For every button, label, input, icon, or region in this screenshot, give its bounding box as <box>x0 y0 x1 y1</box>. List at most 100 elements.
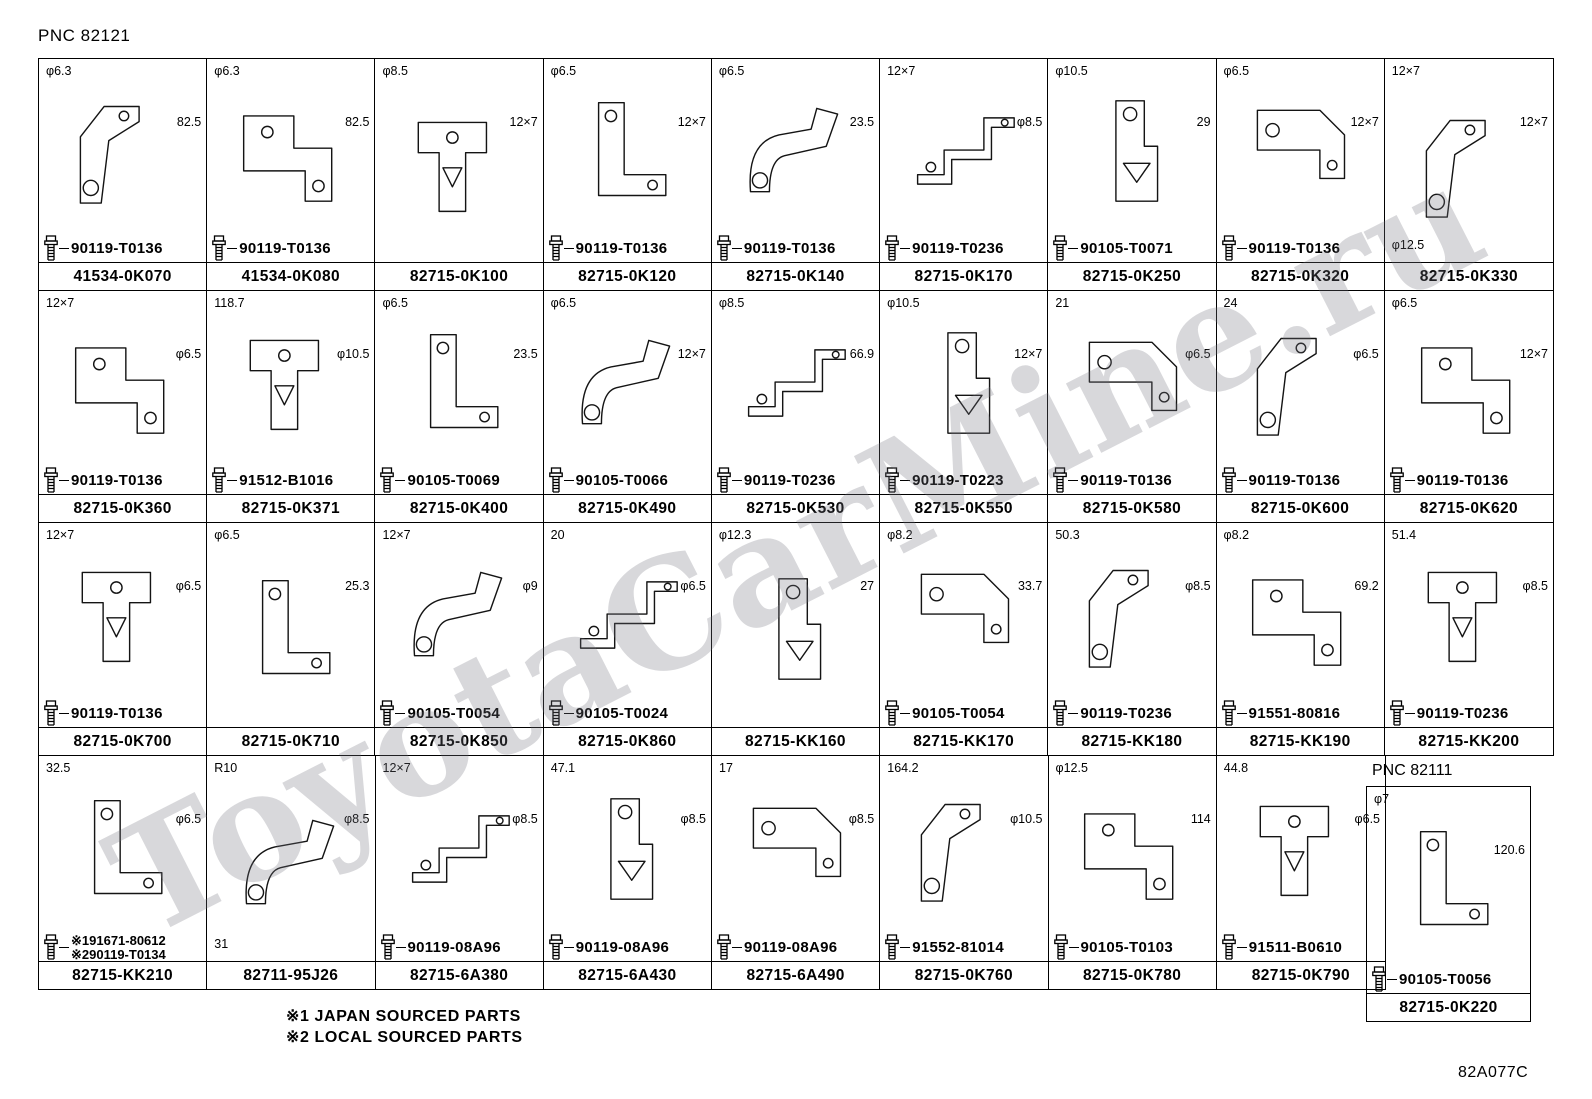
fastener-number: 90119-T0136 <box>1248 472 1341 489</box>
fastener-row: 90119-08A96 <box>544 934 711 961</box>
footnotes: ※1 JAPAN SOURCED PARTS ※2 LOCAL SOURCED … <box>286 1006 523 1048</box>
part-number-label: 82711-95J26 <box>207 961 375 989</box>
fastener-number: 90119-T0236 <box>912 240 1004 257</box>
leader-line <box>59 947 69 948</box>
leader-line <box>563 713 574 714</box>
bolt-icon <box>1053 467 1068 494</box>
dimension-annotation: φ6.5 <box>1353 347 1379 361</box>
dimension-annotation: 114 <box>1190 812 1211 826</box>
bolt-icon <box>885 467 899 494</box>
dimension-annotation: φ6.5 <box>550 64 577 78</box>
dimension-annotation: 12×7 <box>509 115 538 129</box>
part-number-label: 82715-0K550 <box>880 494 1048 522</box>
dimension-annotation: 25.3 <box>345 579 370 593</box>
dimension-annotation: φ12.5 <box>1391 238 1425 252</box>
dimension-annotation: φ8.5 <box>512 812 538 826</box>
fastener-number: 90119-T0136 <box>743 240 836 257</box>
part-number-label: 82715-0K120 <box>543 262 711 290</box>
part-number-label: 82715-0K620 <box>1384 494 1553 522</box>
dimension-annotation: φ8.2 <box>1223 528 1250 542</box>
fastener-row: 90119-T0236 <box>1048 700 1215 727</box>
dimension-annotation: φ10.5 <box>1010 812 1043 826</box>
dimension-annotation: φ8.5 <box>1016 115 1043 129</box>
dimension-annotation: 44.8 <box>1223 761 1249 775</box>
leader-line <box>563 480 574 481</box>
fastener-number: 90105-T0103 <box>1080 939 1174 956</box>
bolt-icon <box>380 934 395 961</box>
bolt-icon <box>1389 467 1404 494</box>
dimension-annotation: φ8.5 <box>718 296 745 310</box>
part-number-label: 82715-6A490 <box>712 961 880 989</box>
dimension-annotation: φ10.5 <box>887 296 920 310</box>
leader-line <box>1068 947 1079 948</box>
leader-line <box>59 480 69 481</box>
part-number-label: 82715-0K530 <box>711 494 880 522</box>
fastener-row: 90119-T0136 <box>39 467 206 494</box>
dimension-annotation: φ6.5 <box>1354 812 1380 826</box>
part-number-label: 82715-0K860 <box>543 727 711 755</box>
fastener-number: 91552-81014 <box>912 939 1004 956</box>
dimension-annotation: 66.9 <box>849 347 875 361</box>
fastener-number: 90105-T0066 <box>575 472 669 489</box>
dimension-annotation: φ6.5 <box>1223 64 1250 78</box>
dimension-annotation: 51.4 <box>1391 528 1417 542</box>
part-number-label: 82715-0K220 <box>1367 993 1530 1021</box>
part-number-label: 82715-KK200 <box>1384 727 1553 755</box>
part-number-label: 82715-KK190 <box>1216 727 1384 755</box>
leader-line <box>731 248 742 249</box>
dimension-annotation: φ6.5 <box>550 296 577 310</box>
part-number-label: 82715-0K580 <box>1048 494 1216 522</box>
part-number-label: 82715-0K100 <box>375 262 543 290</box>
bolt-icon <box>44 700 58 727</box>
fastener-row: 90119-T0136 <box>39 235 206 262</box>
part-number-label: 82715-0K360 <box>39 494 207 522</box>
dimension-annotation: φ6.5 <box>680 579 706 593</box>
bolt-icon <box>885 934 900 961</box>
bolt-icon <box>380 467 395 494</box>
document-code: 82A077C <box>1458 1064 1529 1081</box>
bolt-icon <box>1053 934 1068 961</box>
part-number-label: 82715-0K790 <box>1216 961 1385 989</box>
part-number-label: 82715-0K850 <box>375 727 543 755</box>
bolt-icon <box>1221 235 1236 262</box>
fastener-number: 90119-T0136 <box>71 240 163 257</box>
fastener-row: 90119-T0136 <box>39 700 206 727</box>
bolt-icon <box>1053 700 1068 727</box>
dimension-annotation: φ8.5 <box>680 812 706 826</box>
dimension-annotation: φ12.5 <box>1055 761 1088 775</box>
part-number-label: 82715-0K400 <box>375 494 543 522</box>
dimension-annotation: φ12.3 <box>718 528 752 542</box>
dimension-annotation: 118.7 <box>214 296 245 310</box>
part-number-label: 82715-KK180 <box>1048 727 1216 755</box>
fastener-number: 90119-T0236 <box>1080 705 1173 722</box>
bolt-icon <box>885 235 899 262</box>
dimension-annotation: 50.3 <box>1055 528 1080 542</box>
leader-line <box>395 480 406 481</box>
bolt-icon <box>1053 235 1068 262</box>
leader-line <box>1068 248 1079 249</box>
fastener-row: 90119-T0136 <box>1385 467 1553 494</box>
bolt-icon <box>548 467 563 494</box>
dimension-annotation: 12×7 <box>677 115 706 129</box>
fastener-number: 90119-T0136 <box>71 472 163 489</box>
part-number-label: 82715-6A430 <box>543 961 711 989</box>
